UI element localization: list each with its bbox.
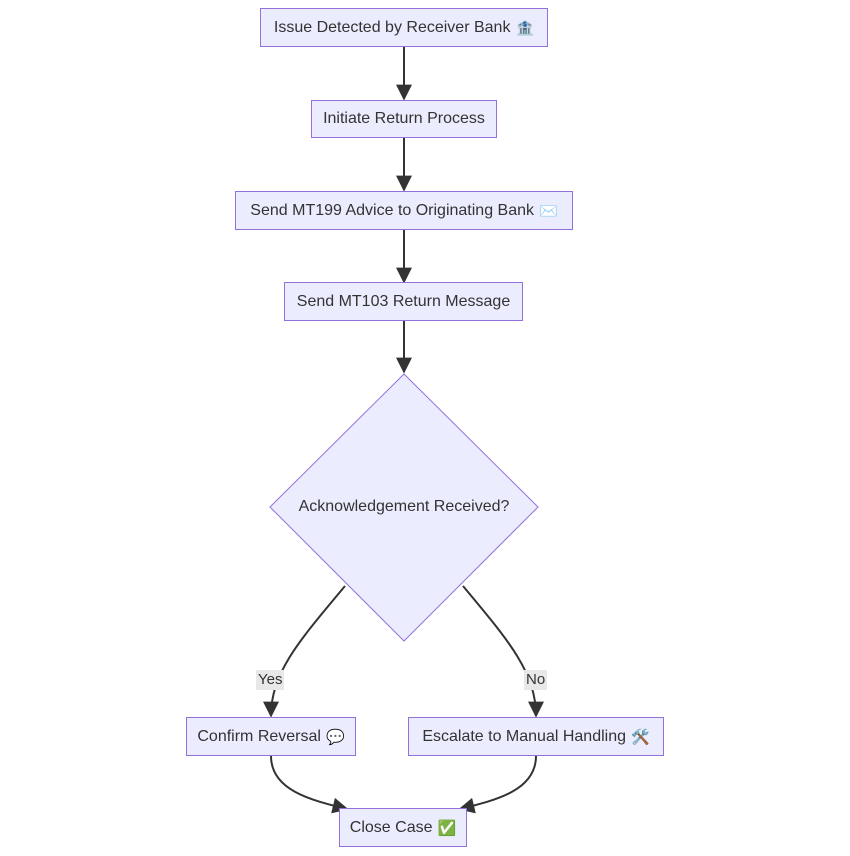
edge-confirm-close xyxy=(270,755,349,814)
node-initiate-label: Initiate Return Process xyxy=(323,110,485,127)
speech-bubble-icon: 💬 xyxy=(325,727,345,746)
node-initiate-return[interactable]: Initiate Return Process xyxy=(311,100,497,138)
node-close-label: Close Case xyxy=(349,818,433,836)
node-escalate-manual[interactable]: Escalate to Manual Handling 🛠️ xyxy=(408,717,664,756)
node-issue-label: Issue Detected by Receiver Bank xyxy=(273,18,511,36)
bank-icon: 🏦 xyxy=(515,18,535,37)
tools-icon: 🛠️ xyxy=(631,727,650,746)
node-mt103-label: Send MT103 Return Message xyxy=(296,292,511,310)
node-issue-detected[interactable]: Issue Detected by Receiver Bank 🏦 xyxy=(260,8,548,47)
edge-decision-yes xyxy=(263,585,346,718)
decision-label: Acknowledgement Received? xyxy=(298,498,510,515)
node-mt199-label: Send MT199 Advice to Originating Bank xyxy=(250,201,535,219)
node-confirm-reversal[interactable]: Confirm Reversal 💬 xyxy=(186,717,356,756)
node-close-case[interactable]: Close Case ✅ xyxy=(339,808,467,847)
edge-label-no: No xyxy=(524,670,548,690)
node-send-mt199[interactable]: Send MT199 Advice to Originating Bank ✉️ xyxy=(235,191,573,230)
node-confirm-label: Confirm Reversal xyxy=(197,727,321,745)
node-escalate-label: Escalate to Manual Handling xyxy=(422,727,626,745)
check-mark-icon: ✅ xyxy=(437,818,457,837)
decision-diamond[interactable] xyxy=(269,373,539,642)
edge-escalate-close xyxy=(458,755,537,814)
node-send-mt103[interactable]: Send MT103 Return Message xyxy=(284,282,523,321)
envelope-icon: ✉️ xyxy=(539,201,558,220)
edge-label-yes: Yes xyxy=(256,670,285,690)
edge-decision-no xyxy=(462,585,544,718)
